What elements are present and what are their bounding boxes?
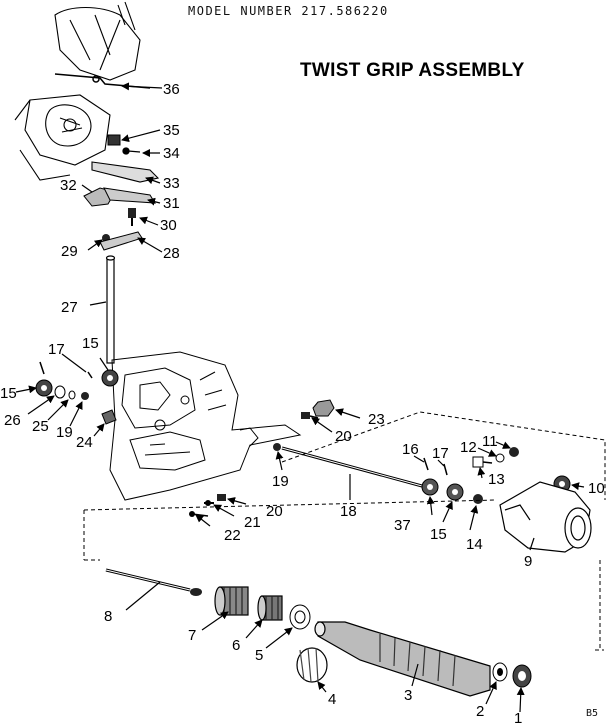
callout-10: 10 bbox=[588, 480, 605, 497]
callout-32: 32 bbox=[60, 177, 77, 194]
part-37-gear bbox=[421, 478, 439, 496]
part-8-cable bbox=[105, 568, 202, 596]
part-30-screw bbox=[128, 208, 136, 226]
part-9-housing bbox=[499, 481, 592, 553]
callout-35: 35 bbox=[163, 122, 180, 139]
callout-18: 18 bbox=[340, 503, 357, 520]
part-17-pin-right bbox=[443, 463, 448, 476]
part-12-washer bbox=[495, 453, 505, 463]
part-16-pin bbox=[423, 457, 429, 471]
part-25-washer bbox=[68, 390, 76, 400]
callout-21: 21 bbox=[244, 514, 261, 531]
callout-19-center: 19 bbox=[272, 473, 289, 490]
part-26-washer bbox=[54, 385, 66, 399]
callout-34: 34 bbox=[163, 145, 180, 162]
callout-9: 9 bbox=[524, 553, 532, 570]
group-outline-upper bbox=[281, 411, 606, 500]
callout-36: 36 bbox=[163, 81, 180, 98]
callout-19-left: 19 bbox=[56, 424, 73, 441]
callout-25: 25 bbox=[32, 418, 49, 435]
part-18-shaft bbox=[281, 446, 423, 488]
callout-5: 5 bbox=[255, 647, 263, 664]
part-22-screw bbox=[189, 511, 209, 517]
housing-sketch bbox=[109, 351, 302, 501]
callout-12: 12 bbox=[460, 439, 477, 456]
callout-16: 16 bbox=[402, 441, 419, 458]
callout-20-lower: 20 bbox=[266, 503, 283, 520]
callout-30: 30 bbox=[160, 217, 177, 234]
callout-8: 8 bbox=[104, 608, 112, 625]
part-20-screw-lower bbox=[217, 494, 226, 501]
callout-1: 1 bbox=[514, 710, 522, 726]
part-11-nut bbox=[509, 447, 519, 457]
part-17-pin-left bbox=[39, 361, 45, 375]
part-24-clip bbox=[101, 409, 117, 425]
callout-3: 3 bbox=[404, 687, 412, 704]
part-2-cap bbox=[492, 662, 508, 682]
part-7-gear bbox=[214, 586, 249, 616]
page-code: B5 bbox=[586, 708, 599, 719]
callout-4: 4 bbox=[328, 691, 336, 708]
callout-31: 31 bbox=[163, 195, 180, 212]
part-34-screw bbox=[122, 147, 141, 155]
callout-14: 14 bbox=[466, 536, 483, 553]
model-number: MODEL NUMBER 217.586220 bbox=[188, 4, 389, 18]
callout-22: 22 bbox=[224, 527, 241, 544]
callout-11: 11 bbox=[482, 433, 498, 450]
part-21-screw bbox=[204, 500, 214, 506]
callout-15-right: 15 bbox=[430, 526, 447, 543]
callout-6: 6 bbox=[232, 637, 240, 654]
part-14-nut bbox=[473, 494, 483, 504]
part-13-screw bbox=[472, 456, 493, 468]
callout-17-right: 17 bbox=[432, 445, 449, 462]
part-35-block bbox=[107, 134, 121, 146]
callout-26: 26 bbox=[4, 412, 21, 429]
callout-28: 28 bbox=[163, 245, 180, 262]
callout-33: 33 bbox=[163, 175, 180, 192]
part-23-nut bbox=[312, 399, 335, 417]
callout-13: 13 bbox=[488, 471, 505, 488]
part-17-pin-small bbox=[87, 371, 93, 379]
part-19-nut-center bbox=[273, 443, 281, 451]
carburetor-sketch bbox=[14, 1, 141, 181]
callout-labels: 36 35 34 33 32 31 30 29 28 27 17 15 15 2… bbox=[0, 81, 605, 726]
leader-lines bbox=[15, 82, 585, 713]
callout-17-left: 17 bbox=[48, 341, 65, 358]
callout-24: 24 bbox=[76, 434, 93, 451]
callout-15-left: 15 bbox=[0, 385, 17, 402]
callout-29: 29 bbox=[61, 243, 78, 260]
callout-15-upper: 15 bbox=[82, 335, 99, 352]
callout-27: 27 bbox=[61, 299, 78, 316]
part-19-nut-left bbox=[81, 392, 89, 400]
diagram-title: TWIST GRIP ASSEMBLY bbox=[300, 60, 525, 81]
callout-23: 23 bbox=[368, 411, 385, 428]
part-5-washer bbox=[289, 604, 311, 630]
part-31-lever bbox=[103, 187, 156, 204]
callout-37: 37 bbox=[394, 517, 411, 534]
part-15-gear-right bbox=[446, 483, 464, 501]
part-4-ring bbox=[296, 647, 328, 683]
part-15-gear-upper bbox=[101, 369, 119, 387]
part-6-gear bbox=[257, 595, 283, 621]
callout-2: 2 bbox=[476, 703, 484, 720]
callout-20-upper: 20 bbox=[335, 428, 352, 445]
part-27-rod bbox=[105, 255, 116, 364]
part-36-wire-link bbox=[54, 73, 151, 89]
part-3-twist-grip bbox=[314, 621, 491, 697]
group-outline-lower bbox=[83, 499, 604, 651]
part-1-end-cap bbox=[512, 664, 532, 688]
callout-7: 7 bbox=[188, 627, 196, 644]
part-15-gear-left bbox=[35, 379, 53, 397]
